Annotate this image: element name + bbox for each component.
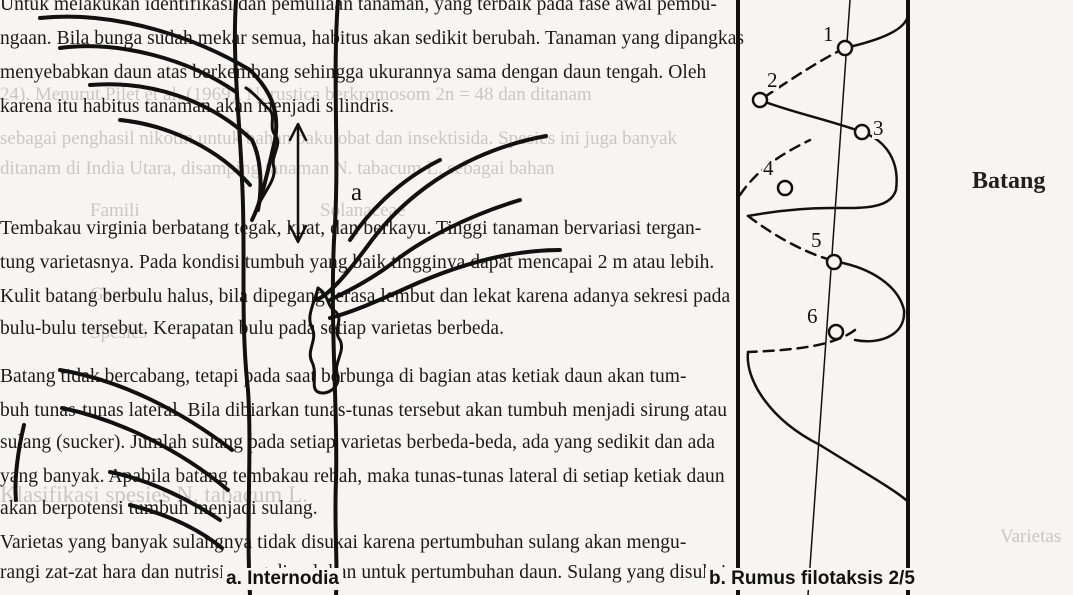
node-label-1: 1	[822, 24, 835, 45]
node-label-6: 6	[806, 306, 819, 327]
leaf-lower-4	[350, 160, 440, 240]
spiral-front-2	[760, 100, 862, 132]
spiral-front-top	[740, 140, 810, 195]
leaf-upper-1	[60, 46, 236, 92]
spiral-front-1	[845, 15, 908, 48]
node-label-4: 4	[762, 158, 775, 179]
leaf-lower-wrinkle	[310, 288, 342, 393]
node-circle-1	[838, 41, 852, 55]
figure-a-internodia	[15, 0, 560, 595]
orthostichy-line	[808, 0, 850, 595]
leaf-left-2	[62, 408, 228, 490]
node-circle-5	[827, 255, 841, 269]
leaf-upper-3	[90, 84, 260, 210]
spiral-front-5	[748, 352, 906, 500]
figure-a-caption: a. Internodia	[222, 568, 343, 590]
leaf-left-3	[110, 472, 220, 520]
leaf-upper-4	[120, 120, 250, 185]
node-circle-2	[753, 93, 767, 107]
node-circle-3	[855, 125, 869, 139]
node-label-3: 3	[872, 118, 885, 139]
node-label-2: 2	[766, 70, 779, 91]
leaf-lower-2	[330, 200, 520, 300]
spiral-front-4	[838, 262, 904, 341]
spiral-back-2	[748, 216, 838, 262]
leaf-left-5	[15, 425, 24, 500]
node-circle-6	[829, 325, 843, 339]
figure-b-phyllotaxis	[738, 0, 908, 595]
node-label-5: 5	[810, 230, 823, 251]
figure-b-caption: b. Rumus filotaksis 2/5	[705, 568, 919, 590]
figure-a-label: a	[350, 180, 363, 205]
node-circle-4	[778, 181, 792, 195]
